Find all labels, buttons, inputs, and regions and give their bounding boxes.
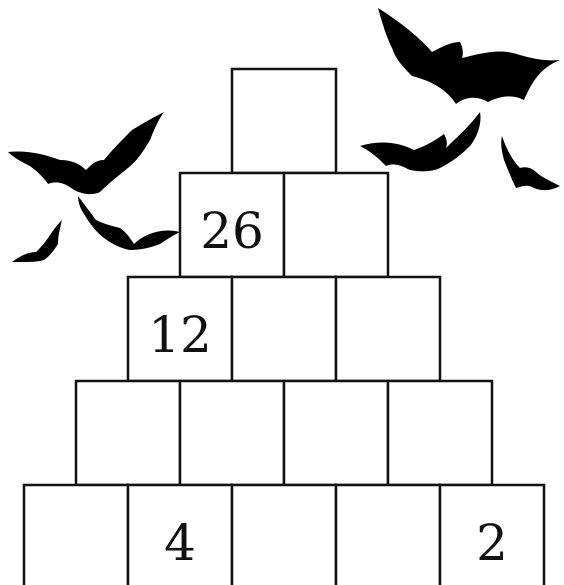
pyramid-row-bottom: 4 2 [24,485,544,585]
pyramid-cell[interactable] [232,485,336,585]
pyramid-row-2: 26 [180,173,388,277]
pyramid-cell[interactable] [284,173,388,277]
pyramid-cell[interactable] [232,69,336,173]
pyramid-cell-value: 12 [148,306,212,364]
bat-right-small-icon [501,136,560,190]
pyramid-cell-value: 2 [476,514,508,572]
bat-left-large-icon [8,112,164,194]
pyramid-cell[interactable] [232,277,336,381]
pyramid-cell[interactable] [388,381,492,485]
pyramid-cell[interactable] [180,381,284,485]
pyramid-cell[interactable] [24,485,128,585]
bat-left-medium-icon [78,196,180,250]
bat-top-right-large-icon [378,8,560,104]
pyramid-row-4 [76,381,492,485]
pyramid-cell[interactable] [336,485,440,585]
pyramid-row-3: 12 [128,277,440,381]
pyramid-row-top [232,69,336,173]
bat-left-small-icon [12,220,62,262]
bat-right-medium-icon [360,112,481,171]
pyramid-cell-value: 4 [164,514,196,572]
pyramid-cell[interactable] [284,381,388,485]
pyramid-cell[interactable] [336,277,440,381]
pyramid-cell[interactable] [76,381,180,485]
pyramid-cell-value: 26 [200,202,264,260]
